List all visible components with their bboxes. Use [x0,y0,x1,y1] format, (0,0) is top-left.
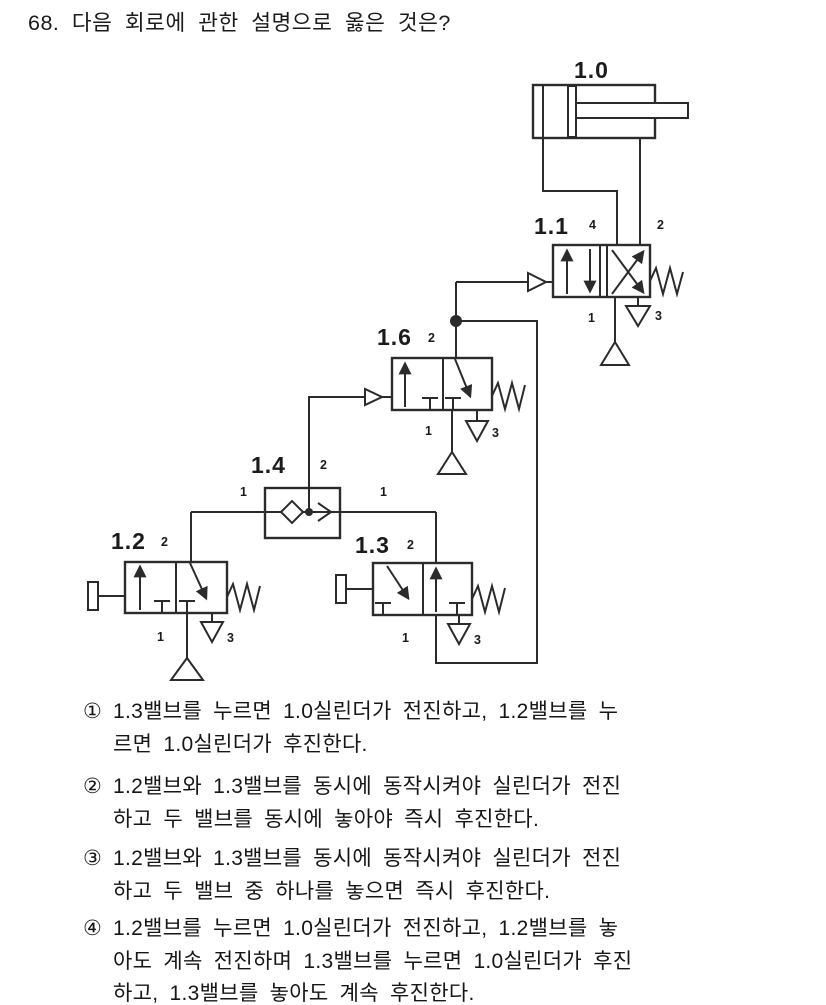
port-2-label: 2 [161,535,168,549]
port-2-label: 2 [407,538,414,552]
line-cylinder-to-port4 [542,138,618,245]
seat-chevron-icon [317,502,333,522]
option-4-text: 1.2밸브를 누르면 1.0실린더가 전진하고, 1.2밸브를 놓 아도 계속 … [113,913,632,1005]
push-button-icon [335,574,373,604]
port-1-label: 1 [588,311,595,325]
port-4-label: 4 [589,218,596,232]
valve-1-2-label: 1.2 [111,528,146,554]
blocked-port-symbol [445,397,461,410]
option-4-line-3: 하고, 1.3밸브를 놓아도 계속 후진한다. [113,982,475,1005]
port-2-label: 2 [320,458,327,472]
spring-icon [491,379,526,413]
option-3-line-2: 하고 두 밸브 중 하나를 놓으면 즉시 후진한다. [113,879,551,903]
blocked-port-symbol [422,397,438,410]
cross-arrow-1 [611,249,645,295]
answer-option-2[interactable]: ② 1.2밸브와 1.3밸브를 동시에 동작시켜야 실린더가 전진 하고 두 밸… [83,771,621,836]
cylinder-1-0: 1.0 [531,57,689,140]
exhaust-triangle-icon [464,420,490,444]
option-4-line-1: 1.2밸브를 누르면 1.0실린더가 전진하고, 1.2밸브를 놓 [113,917,619,940]
port-1-label: 1 [157,630,164,644]
port-3-label: 3 [474,633,481,647]
option-3-text: 1.2밸브와 1.3밸브를 동시에 동작시켜야 실린더가 전진 하고 두 밸브 … [113,843,621,908]
exhaust-flow-arrow [454,358,473,399]
exhaust-flow-arrow [386,565,410,601]
pneumatic-circuit-diagram: 1.0 1.1 [87,57,689,681]
valve-1-1-label: 1.1 [534,213,569,239]
valve-1-6: 1.6 2 1 3 [364,324,526,475]
connection-lines [190,138,641,664]
pilot-triangle-icon [527,271,549,293]
valve-1-3: 1.3 2 1 3 [335,532,506,647]
port-3-label: 3 [227,631,234,645]
center-junction-dot [305,508,313,516]
line-feedback-loop [435,320,538,664]
valve-1-2: 1.2 2 1 3 [87,528,261,681]
option-1-line-2: 르면 1.0실린더가 후진한다. [113,732,368,756]
supply-triangle-icon [599,340,631,366]
push-button-icon [87,581,125,611]
exhaust-flow-arrow [189,562,208,601]
blocked-port-symbol [375,602,391,615]
valve-1-1: 1.1 4 2 1 3 [527,213,684,366]
question-title: 68. 다음 회로에 관한 설명으로 옳은 것은? [28,11,451,35]
piston-rod [575,102,689,119]
valve-body [551,243,652,299]
blocked-port-symbol [179,600,195,613]
option-3-line-1: 1.2밸브와 1.3밸브를 동시에 동작시켜야 실린더가 전진 [113,847,622,870]
port-2-label: 2 [428,331,435,345]
spring-icon [471,582,506,616]
option-3-marker: ③ [83,847,103,870]
option-2-line-1: 1.2밸브와 1.3밸브를 동시에 동작시켜야 실린더가 전진 [113,775,622,798]
blocked-port-symbol [449,602,465,615]
option-4-marker: ④ [83,917,103,940]
line-v14-to-pilot-v16 [308,396,365,512]
answer-option-3[interactable]: ③ 1.2밸브와 1.3밸브를 동시에 동작시켜야 실린더가 전진 하고 두 밸… [83,843,621,908]
cross-arrow-2 [611,249,645,295]
blocked-port-symbol [154,600,170,613]
port-3-label: 3 [492,426,499,440]
answer-option-1[interactable]: ① 1.3밸브를 누르면 1.0실린더가 전진하고, 1.2밸브를 누 르면 1… [83,696,618,761]
answer-option-4[interactable]: ④ 1.2밸브를 누르면 1.0실린더가 전진하고, 1.2밸브를 놓 아도 계… [83,913,632,1005]
valve-body [263,486,342,540]
valve-1-6-label: 1.6 [377,324,412,350]
cylinder-piston [567,85,577,138]
option-2-marker: ② [83,775,103,798]
exhaust-triangle-icon [199,621,225,645]
option-2-text: 1.2밸브와 1.3밸브를 동시에 동작시켜야 실린더가 전진 하고 두 밸브를… [113,771,621,836]
spring-icon [226,580,261,614]
port-1-label: 1 [425,424,432,438]
valve-1-4-label: 1.4 [251,452,286,478]
supply-triangle-icon [169,656,205,681]
port-3-label: 3 [655,309,662,323]
option-2-line-2: 하고 두 밸브를 동시에 놓아야 즉시 후진한다. [113,807,540,831]
option-4-line-2: 아도 계속 전진하며 1.3밸브를 누르면 1.0실린더가 후진 [113,949,633,973]
valve-1-3-label: 1.3 [355,532,390,558]
junction-dot [450,315,462,327]
port-2-label: 2 [657,218,664,232]
supply-triangle-icon [436,450,468,475]
spring-icon [649,264,684,298]
cylinder-label: 1.0 [574,57,609,83]
port-1-left-label: 1 [240,485,247,499]
pilot-triangle-icon [364,387,385,407]
option-1-line-1: 1.3밸브를 누르면 1.0실린더가 전진하고, 1.2밸브를 누 [113,700,619,723]
port-1-right-label: 1 [380,485,387,499]
exhaust-triangle-icon [624,305,652,328]
option-1-text: 1.3밸브를 누르면 1.0실린더가 전진하고, 1.2밸브를 누 르면 1.0… [113,696,618,761]
option-1-marker: ① [83,700,103,723]
exhaust-triangle-icon [446,623,472,647]
port-1-label: 1 [402,631,409,645]
shuttle-poppet-icon [279,499,305,525]
valve-1-4: 1.4 2 1 1 [240,452,387,540]
